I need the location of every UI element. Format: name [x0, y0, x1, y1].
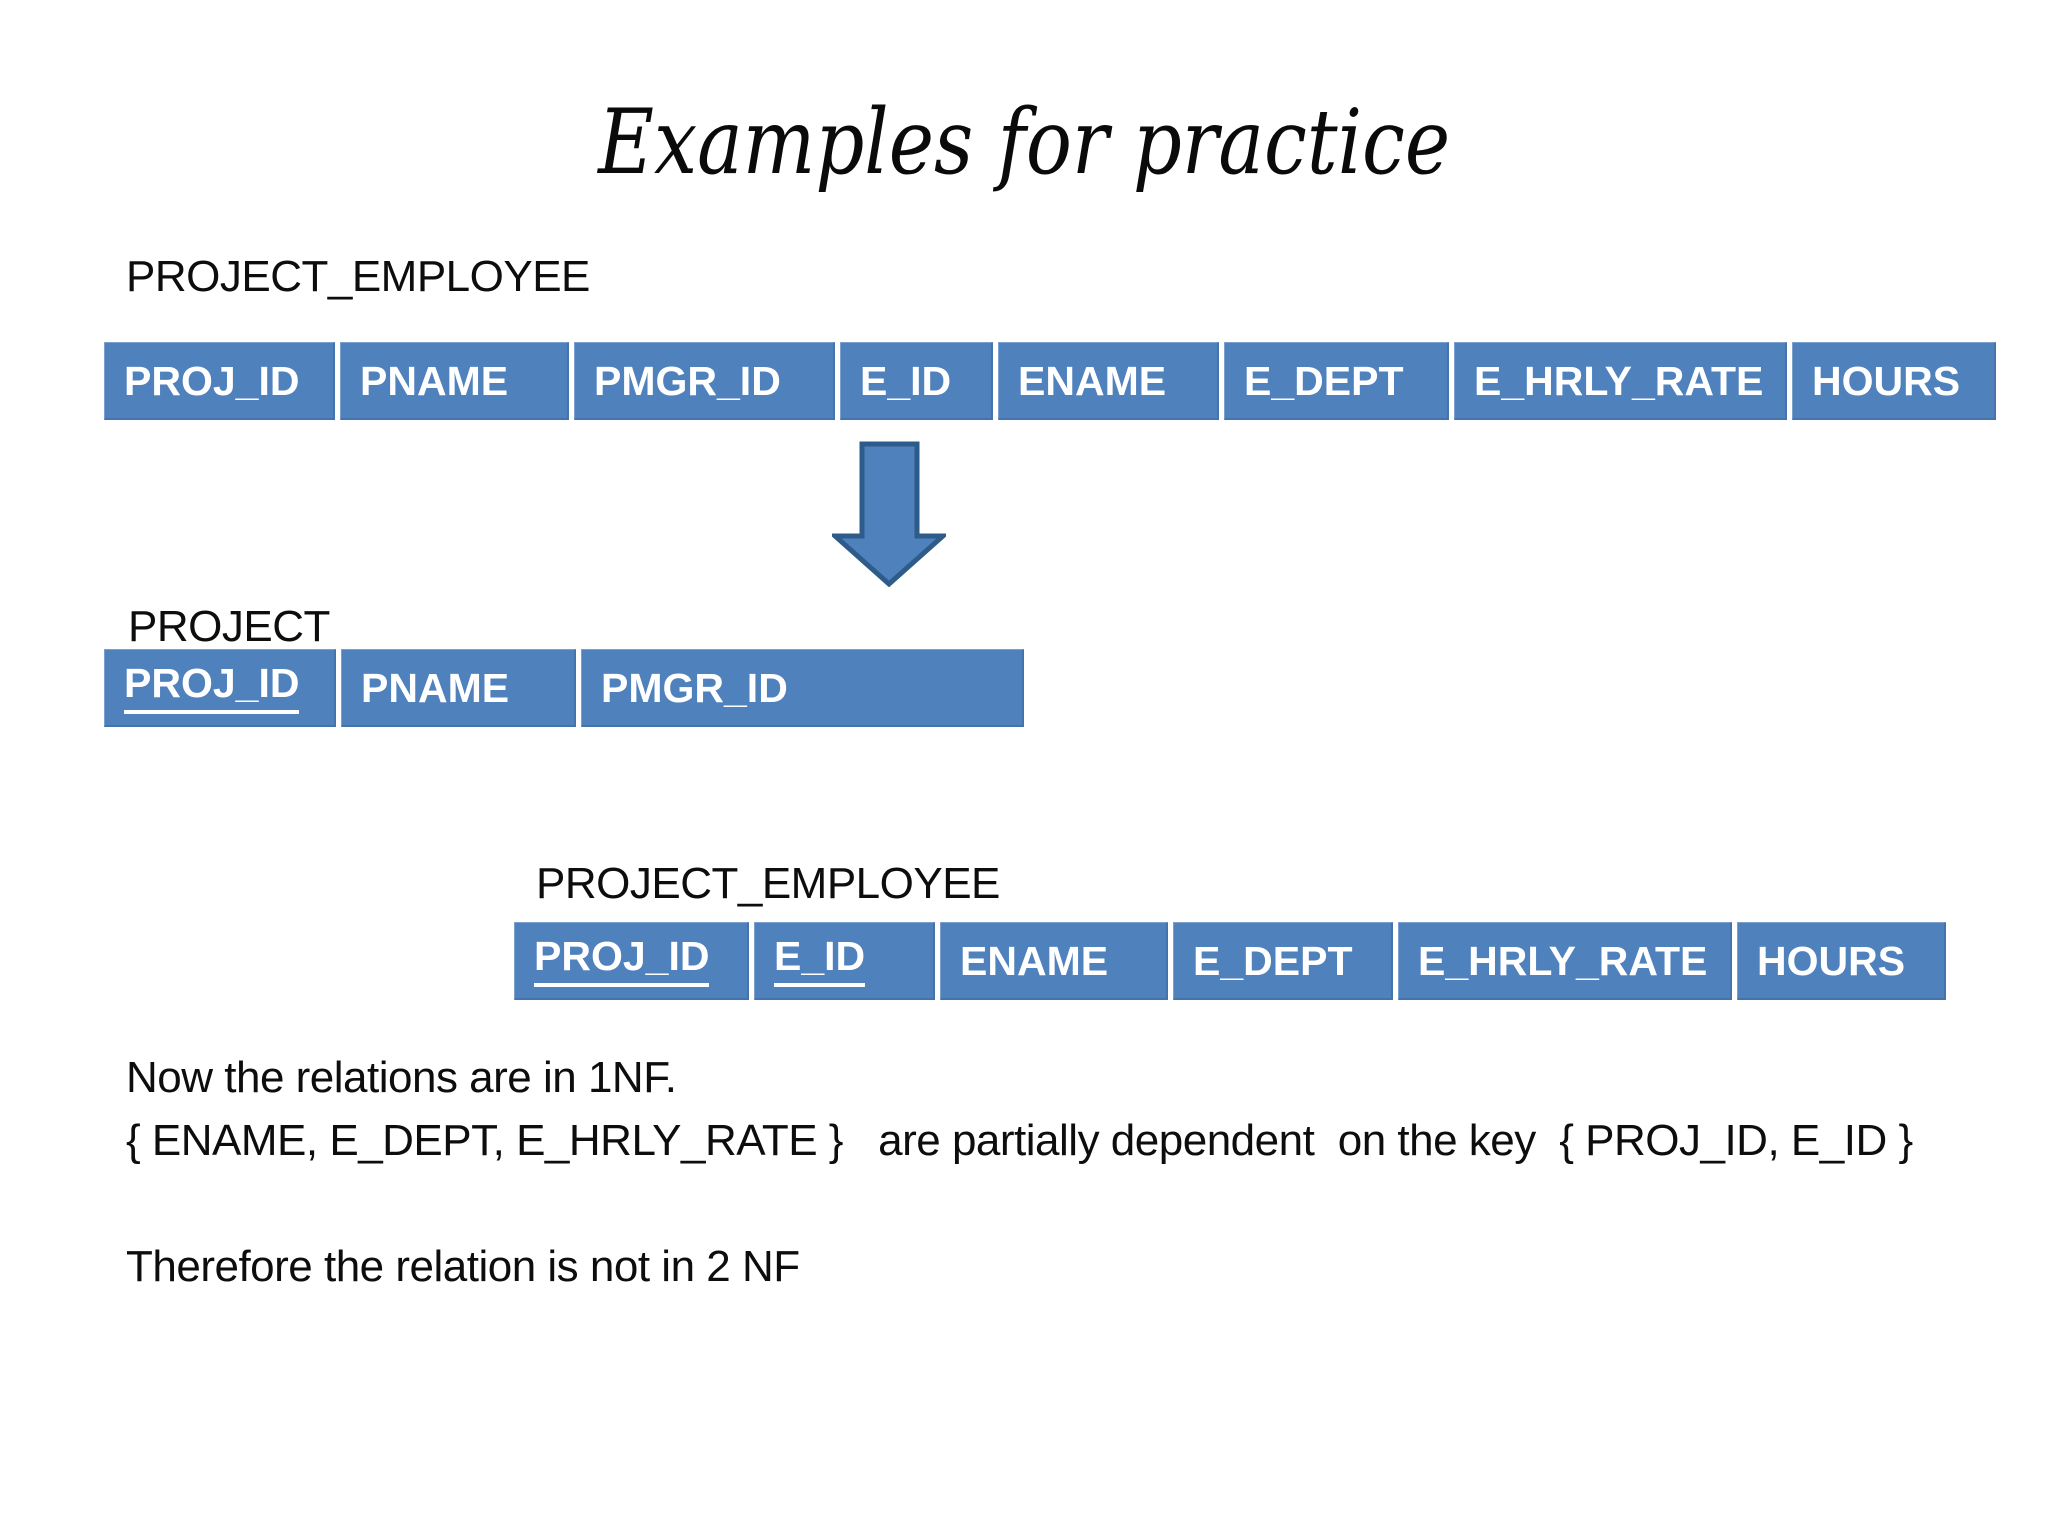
note-line-blank — [126, 1172, 1986, 1235]
relation-header-table-project-employee-top: PROJ_ID PNAME PMGR_ID E_ID ENAME E_DEPT E_HRLY… — [104, 342, 1996, 420]
column-header-cell: PMGR_ID — [574, 342, 835, 420]
note-line-1nf: Now the relations are in 1NF. — [126, 1053, 677, 1102]
down-arrow-icon — [828, 441, 950, 588]
note-line-partial-dependency: { ENAME, E_DEPT, E_HRLY_RATE } are parti… — [126, 1116, 1913, 1165]
column-header-cell: ENAME — [998, 342, 1219, 420]
column-header-cell: E_ID — [840, 342, 993, 420]
relation-label-project-employee-top: PROJECT_EMPLOYEE — [126, 252, 590, 301]
column-header-cell: PROJ_ID — [104, 649, 336, 727]
column-label: PMGR_ID — [594, 357, 781, 404]
column-label: PNAME — [360, 357, 509, 404]
column-header-cell: PROJ_ID — [104, 342, 335, 420]
column-header-cell: HOURS — [1737, 922, 1946, 1000]
column-header-cell: E_DEPT — [1173, 922, 1393, 1000]
column-label: PMGR_ID — [601, 664, 788, 711]
key-column-label: PROJ_ID — [534, 935, 710, 987]
column-header-cell: E_ID — [754, 922, 935, 1000]
key-column-label: PROJ_ID — [124, 662, 300, 714]
slide-title-text: Examples for practice — [597, 90, 1450, 195]
relation-header-table-project-employee-bottom: PROJ_ID E_ID ENAME E_DEPT E_HRLY_RATE HOURS — [514, 922, 1946, 1000]
column-header-cell: E_HRLY_RATE — [1454, 342, 1787, 420]
column-header-cell: PNAME — [340, 342, 569, 420]
relation-label-project-employee-bottom: PROJECT_EMPLOYEE — [536, 859, 1000, 908]
column-header-cell: E_HRLY_RATE — [1398, 922, 1732, 1000]
key-column-label: E_ID — [774, 935, 866, 987]
relation-label-project: PROJECT — [128, 602, 330, 651]
column-label: ENAME — [960, 937, 1109, 984]
column-label: E_DEPT — [1193, 937, 1353, 984]
column-label: E_HRLY_RATE — [1418, 937, 1708, 984]
column-label: HOURS — [1757, 937, 1906, 984]
slide-title: Examples for practice — [0, 84, 2048, 202]
column-header-cell: ENAME — [940, 922, 1168, 1000]
relation-header-table-project: PROJ_ID PNAME PMGR_ID — [104, 649, 1024, 727]
column-label: PROJ_ID — [124, 357, 300, 404]
column-label: E_DEPT — [1244, 357, 1404, 404]
note-line-not-2nf: Therefore the relation is not in 2 NF — [126, 1242, 800, 1291]
column-label: E_HRLY_RATE — [1474, 357, 1764, 404]
column-label: HOURS — [1812, 357, 1961, 404]
column-header-cell: PMGR_ID — [581, 649, 1024, 727]
notes-block: Now the relations are in 1NF. { ENAME, E… — [126, 1046, 1986, 1298]
column-label: E_ID — [860, 357, 952, 404]
column-header-cell: PROJ_ID — [514, 922, 749, 1000]
column-header-cell: E_DEPT — [1224, 342, 1449, 420]
column-label: ENAME — [1018, 357, 1167, 404]
column-label: PNAME — [361, 664, 510, 711]
column-header-cell: HOURS — [1792, 342, 1996, 420]
column-header-cell: PNAME — [341, 649, 576, 727]
